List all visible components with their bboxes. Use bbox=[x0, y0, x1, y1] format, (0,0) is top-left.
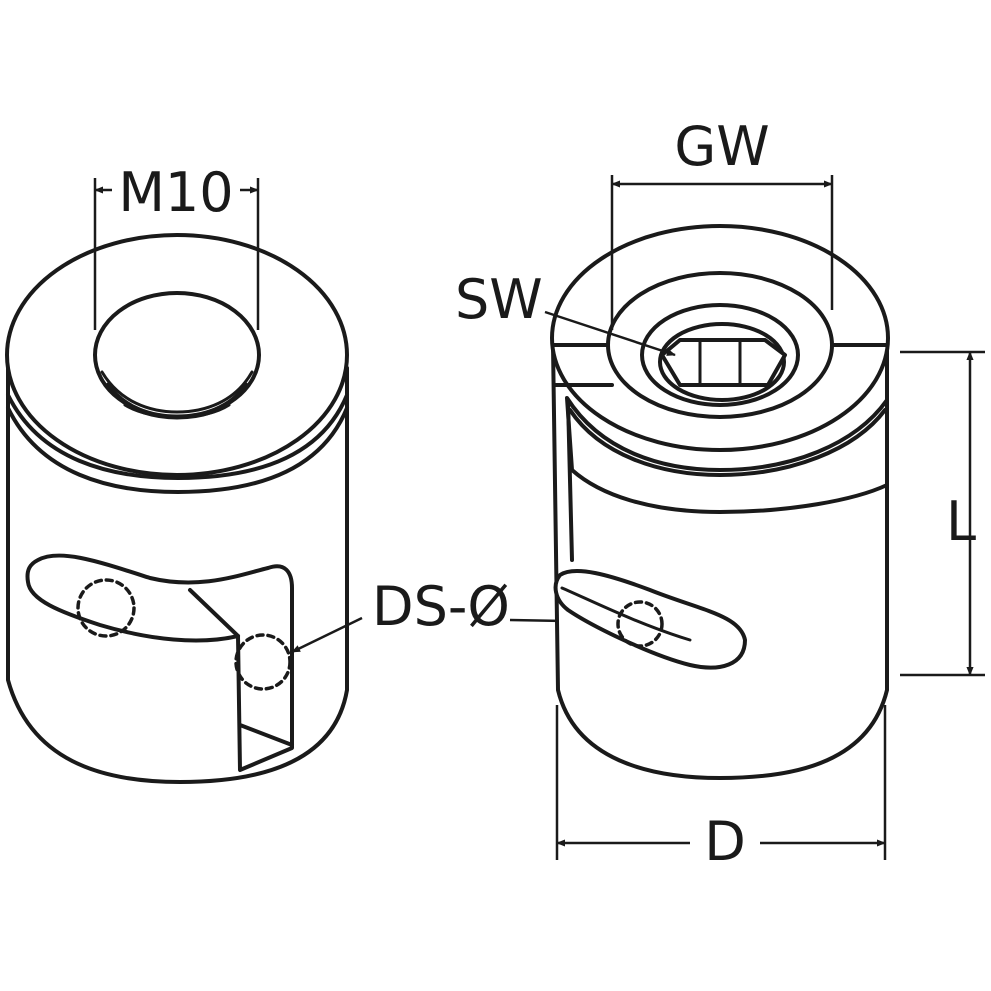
thread-label: M10 bbox=[118, 161, 233, 224]
wrench-width-label: GW bbox=[674, 115, 769, 178]
left-cable-hole-dashed bbox=[76, 578, 136, 638]
gw-dimension bbox=[610, 175, 834, 330]
left-collar-line-2 bbox=[6, 406, 349, 494]
right-connector bbox=[550, 224, 890, 780]
right-slot-vertical bbox=[566, 398, 574, 562]
right-collar-line bbox=[568, 408, 887, 477]
left-slot-floor bbox=[238, 723, 294, 747]
socket-width-label: SW bbox=[455, 268, 543, 331]
left-connector bbox=[5, 233, 349, 784]
hex-socket-icon bbox=[660, 338, 787, 387]
right-cable-slot bbox=[553, 568, 747, 670]
left-cable-slot bbox=[25, 553, 294, 772]
sw-leader bbox=[544, 310, 676, 357]
d-dimension bbox=[555, 705, 887, 860]
left-cable-hole-dashed-2 bbox=[234, 633, 292, 691]
right-slot-body bbox=[565, 396, 889, 514]
left-slot-wall bbox=[188, 588, 240, 638]
cable-diameter-label: DS-Ø bbox=[372, 575, 510, 638]
right-cable-hole-dashed bbox=[616, 600, 664, 648]
l-dimension bbox=[900, 350, 985, 677]
hex-socket-inner-lines bbox=[698, 338, 742, 387]
length-label: L bbox=[946, 490, 976, 553]
left-thread-rings bbox=[100, 370, 254, 420]
m10-dimension bbox=[93, 178, 260, 330]
right-slot-edge bbox=[560, 586, 692, 642]
left-collar-line bbox=[6, 393, 349, 480]
diameter-label: D bbox=[704, 810, 746, 873]
